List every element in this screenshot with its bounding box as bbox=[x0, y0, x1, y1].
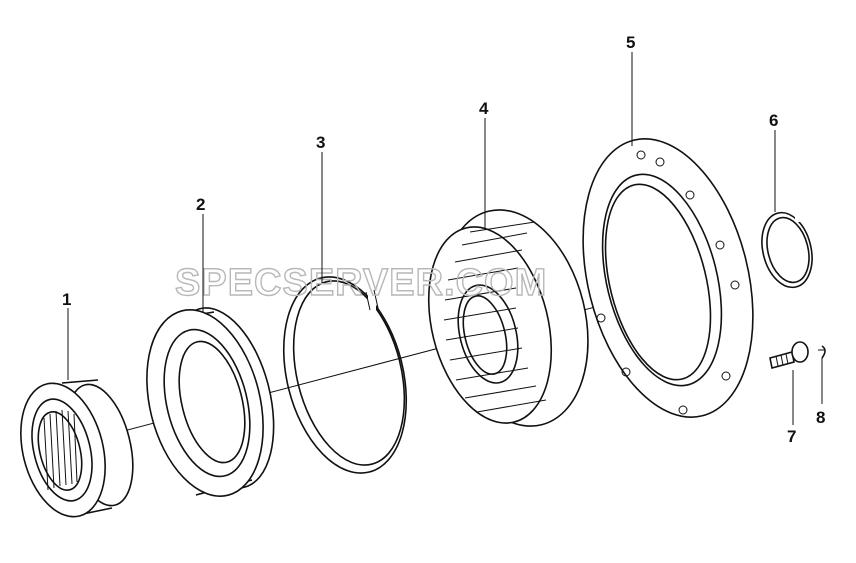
part-5-flange-cover[interactable] bbox=[556, 121, 780, 435]
callout-3: 3 bbox=[316, 133, 325, 152]
watermark-text: SPECSERVER.COM bbox=[175, 262, 547, 304]
part-6-circlip[interactable] bbox=[755, 207, 820, 292]
callout-7: 7 bbox=[787, 427, 796, 446]
part-1-roller-bearing[interactable] bbox=[8, 374, 144, 525]
leader-lines bbox=[67, 52, 823, 425]
callout-5: 5 bbox=[626, 33, 635, 52]
part-3-snap-ring[interactable] bbox=[265, 264, 426, 486]
callout-4: 4 bbox=[479, 99, 489, 118]
part-8-washer[interactable] bbox=[818, 345, 826, 359]
part-4-gear[interactable] bbox=[410, 194, 610, 441]
callout-6: 6 bbox=[769, 111, 778, 130]
callout-1: 1 bbox=[62, 290, 71, 309]
callout-2: 2 bbox=[196, 195, 205, 214]
callout-8: 8 bbox=[816, 408, 825, 427]
part-2-bearing-race[interactable] bbox=[129, 297, 291, 508]
part-7-bolt[interactable] bbox=[769, 341, 809, 369]
